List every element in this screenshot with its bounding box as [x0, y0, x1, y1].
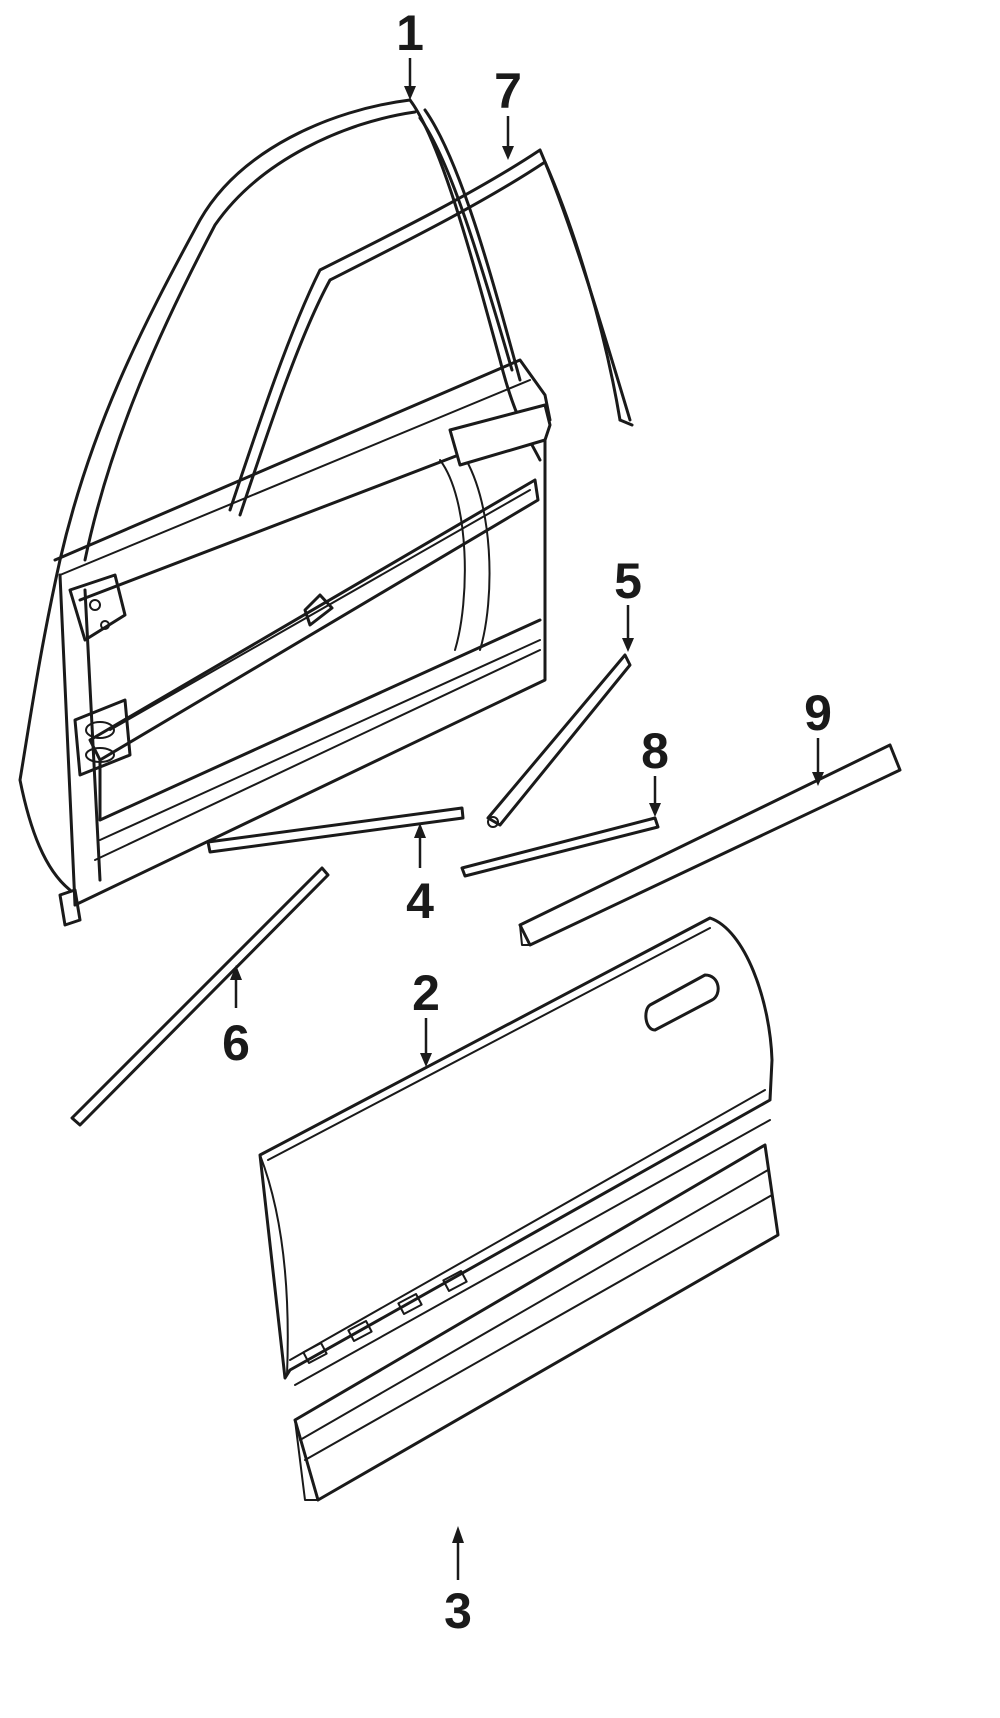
callout-label-1: 1: [396, 5, 424, 61]
part-8-glass-run-channel: [228, 148, 634, 517]
callout-label-8: 7: [494, 63, 522, 119]
callout-4: 4: [406, 823, 434, 929]
callout-7: 8: [641, 723, 669, 817]
part-5-rod: [486, 653, 632, 828]
callout-label-3: 3: [444, 1583, 472, 1639]
callout-1: 1: [396, 5, 424, 100]
callout-9: 9: [804, 685, 832, 786]
callout-label-2: 2: [412, 965, 440, 1021]
callout-6: 6: [222, 965, 250, 1071]
callout-label-5: 5: [614, 553, 642, 609]
part-2-outer-panel: [258, 916, 774, 1386]
callout-8: 7: [494, 63, 522, 160]
part-6-weatherstrip: [70, 866, 330, 1127]
callout-label-9: 9: [804, 685, 832, 741]
callout-2: 2: [412, 965, 440, 1067]
callout-label-7: 8: [641, 723, 669, 779]
callout-5: 5: [614, 553, 642, 652]
callout-label-6: 6: [222, 1015, 250, 1071]
callout-label-4: 4: [406, 873, 434, 929]
part-3-side-molding: [293, 1143, 780, 1502]
part-1-door-frame: [18, 98, 552, 927]
part-4-rod: [206, 806, 465, 854]
part-7-rod: [460, 816, 660, 878]
part-9-belt-molding: [518, 743, 902, 947]
callout-3: 3: [444, 1526, 472, 1639]
